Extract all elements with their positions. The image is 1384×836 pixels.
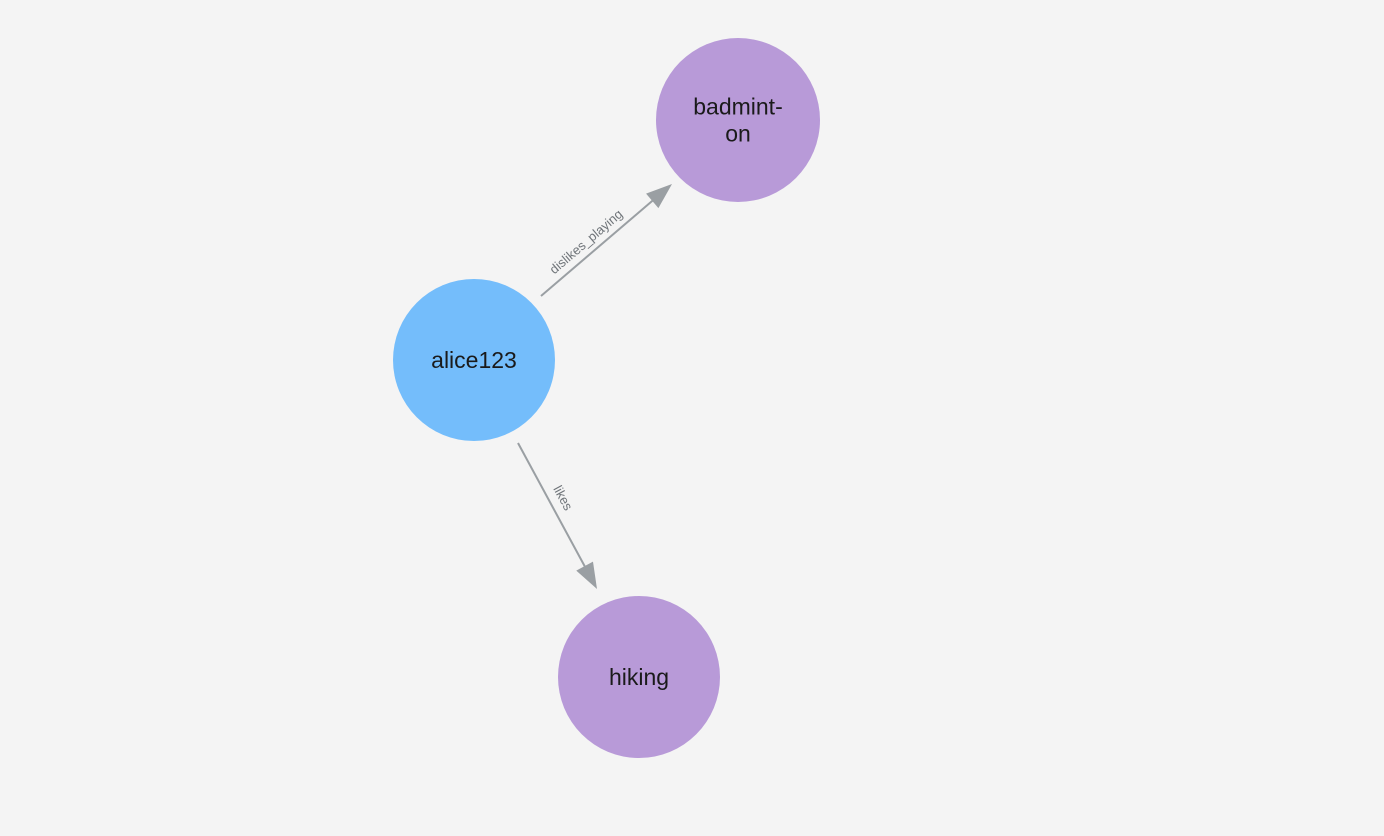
edge-shaft [540, 196, 658, 297]
node-label-line: on [725, 121, 751, 147]
edge-likes[interactable]: likes [517, 442, 597, 589]
node-label-alice123: alice123 [431, 347, 517, 373]
edge-shaft [517, 442, 589, 572]
edge-arrowhead-icon [646, 184, 672, 209]
graph-node-alice123[interactable]: alice123 [393, 279, 555, 441]
graph-node-badminton[interactable]: badmint-on [656, 38, 820, 202]
node-circle-alice123[interactable] [393, 279, 555, 441]
nodes-layer: alice123 badmint-on hiking [393, 38, 820, 758]
node-label-line: badmint- [693, 94, 782, 120]
edge-arrowhead-icon [576, 561, 597, 589]
graph-node-hiking[interactable]: hiking [558, 596, 720, 758]
node-label-line: alice123 [431, 347, 517, 373]
node-circle-hiking[interactable] [558, 596, 720, 758]
node-circle-badminton[interactable] [656, 38, 820, 202]
edge-label: dislikes_playing [546, 206, 625, 277]
edge-dislikes-playing[interactable]: dislikes_playing [540, 184, 672, 297]
node-label-badminton: badmint-on [693, 94, 782, 147]
node-label-line: hiking [609, 664, 669, 690]
node-label-hiking: hiking [609, 664, 669, 690]
